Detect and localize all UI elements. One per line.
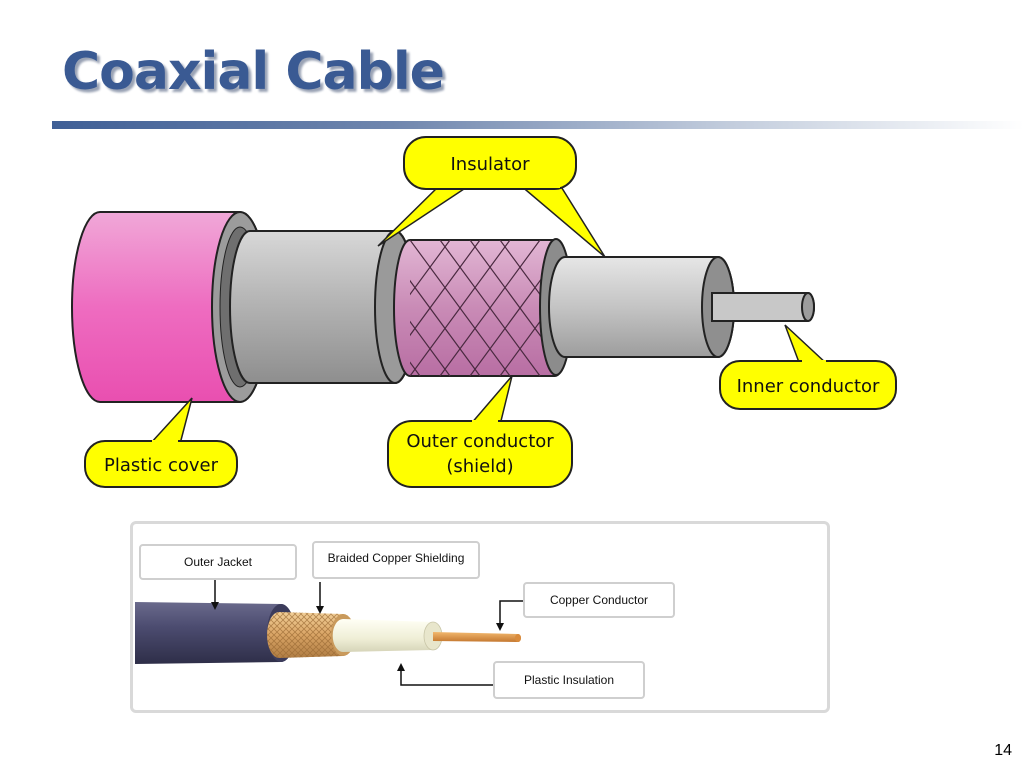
outer-conductor-callout: Outer conductor (shield) <box>387 375 573 488</box>
copper-conductor-label: Copper Conductor <box>523 582 675 618</box>
inner-insulator-layer <box>548 256 735 358</box>
insulator-callout: Insulator <box>377 136 606 258</box>
braided-copper-shielding-label: Braided Copper Shielding <box>312 541 480 579</box>
coaxial-cable-cutaway-diagram: Insulator Plastic cover Outer conductor … <box>71 136 897 488</box>
inner-conductor-callout: Inner conductor <box>719 324 897 410</box>
title-rule <box>52 121 1024 129</box>
copper-conductor-wire <box>433 632 521 642</box>
outer-conductor-label-line2: (shield) <box>446 456 513 477</box>
slide-title: Coaxial Cable <box>62 42 445 102</box>
insulator-label: Insulator <box>450 154 530 175</box>
braided-copper-shielding-text: Braided Copper Shielding <box>327 551 465 565</box>
photo-diagram-frame: Outer Jacket Braided Copper Shielding Co… <box>130 521 830 713</box>
copper-conductor-text: Copper Conductor <box>549 593 649 607</box>
coaxial-cable-layers-illustration <box>135 580 523 686</box>
plastic-insulation-arrow <box>400 667 493 686</box>
outer-jacket-text: Outer Jacket <box>183 555 253 569</box>
plastic-cover-callout: Plastic cover <box>84 397 238 488</box>
plastic-insulation-layer <box>332 619 443 652</box>
label-arrows <box>214 580 523 686</box>
plastic-cover-label: Plastic cover <box>104 455 219 476</box>
inner-conductor-wire <box>711 292 815 322</box>
outer-conductor-label-line1: Outer conductor <box>406 431 554 452</box>
copper-conductor-arrow <box>499 600 523 625</box>
plastic-insulation-label: Plastic Insulation <box>493 661 645 699</box>
arrow-heads <box>211 602 504 671</box>
outer-jacket-label: Outer Jacket <box>139 544 297 580</box>
inner-conductor-label: Inner conductor <box>737 376 880 397</box>
page-number: 14 <box>994 742 1012 759</box>
plastic-insulation-text: Plastic Insulation <box>523 673 615 687</box>
insulator-layer <box>229 230 416 384</box>
